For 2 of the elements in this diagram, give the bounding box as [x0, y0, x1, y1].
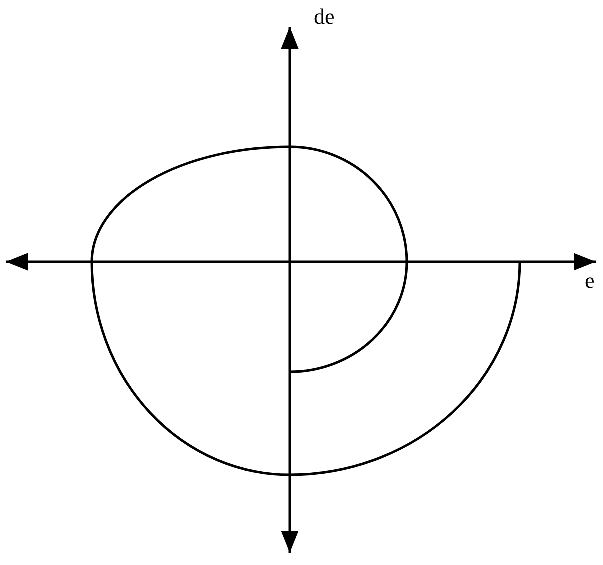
axis-label: e	[585, 270, 595, 292]
axis-label: de	[314, 6, 335, 28]
